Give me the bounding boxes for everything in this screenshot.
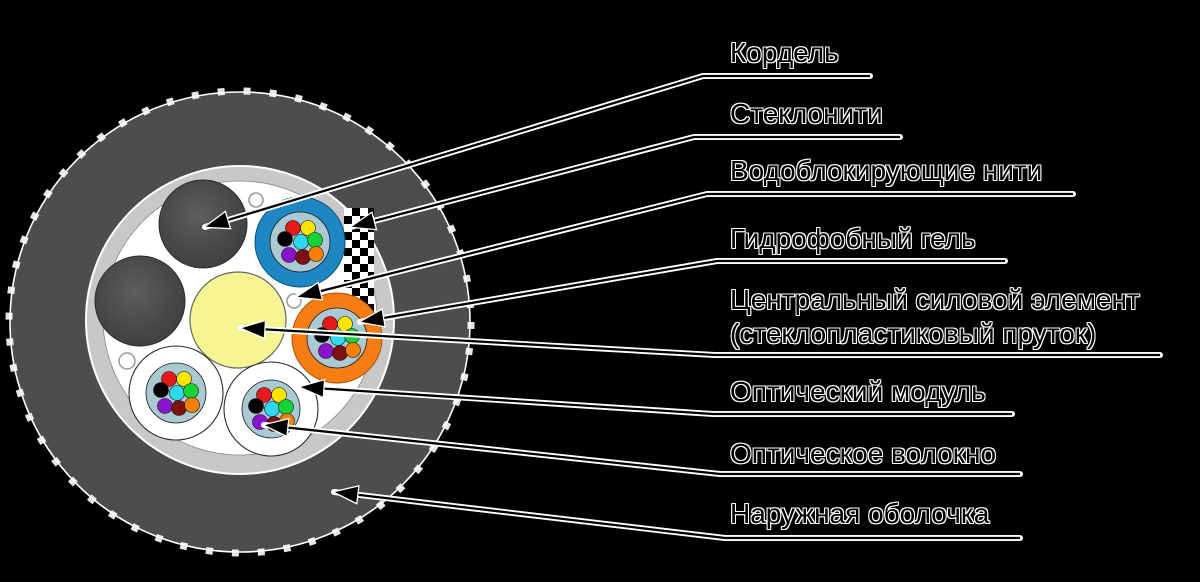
filler-cord-top bbox=[158, 179, 248, 269]
water-blocking-thread-1 bbox=[248, 192, 264, 208]
central-strength-member bbox=[189, 271, 287, 369]
label-optical-module: Оптический модуль bbox=[730, 376, 986, 407]
optical-fiber-dot-yellow bbox=[300, 220, 316, 236]
optical-fiber-dot-orange bbox=[345, 342, 361, 358]
leader-line-filler-cord bbox=[202, 74, 870, 230]
optical-fiber-dot-aqua bbox=[293, 234, 309, 250]
leader-line-optical-module bbox=[297, 378, 1012, 416]
label-central-strength-member: Центральный силовой элемент (стеклопласт… bbox=[730, 284, 1140, 349]
optical-fiber-dot-orange bbox=[184, 397, 200, 413]
optical-fiber-dot-violet bbox=[157, 398, 173, 414]
leader-line-glass-yarns bbox=[348, 135, 900, 231]
leader-line-central-strength-member bbox=[238, 319, 1160, 357]
optical-fiber-dot-aqua bbox=[264, 401, 280, 417]
label-filler-cord: Кордель bbox=[730, 37, 839, 68]
optical-fiber-dot-green bbox=[278, 399, 294, 415]
leader-line-outer-sheath bbox=[331, 485, 1020, 540]
optical-fiber-dot-green bbox=[307, 232, 323, 248]
label-optical-fiber: Оптическое волокно bbox=[730, 438, 997, 469]
optical-fiber-dot-brown bbox=[332, 345, 348, 361]
label-hydrophobic-gel: Гидрофобный гель bbox=[730, 223, 976, 254]
leader-lines bbox=[202, 73, 1163, 541]
optical-fiber-dot-brown bbox=[295, 249, 311, 265]
optical-fiber-dot-brown bbox=[171, 400, 187, 416]
label-glass-yarns: Стеклонити bbox=[730, 98, 883, 129]
leader-line-hydrophobic-gel bbox=[357, 259, 1005, 328]
optical-fiber-dot-black bbox=[248, 398, 264, 414]
optical-fiber-dot-orange bbox=[308, 246, 324, 262]
optical-module-white-left bbox=[128, 345, 224, 441]
optical-fiber-dot-yellow bbox=[271, 387, 287, 403]
label-outer-sheath: Наружная оболочка bbox=[730, 498, 990, 529]
water-blocking-thread-3 bbox=[118, 352, 136, 370]
optical-fiber-dot-violet bbox=[318, 343, 334, 359]
label-water-blocking-threads: Водоблокирующие нити bbox=[730, 155, 1043, 186]
optical-fiber-dot-violet bbox=[281, 247, 297, 263]
sheath-edge-artifact-dashes bbox=[5, 87, 475, 557]
leader-line-optical-fiber bbox=[261, 417, 1020, 476]
optical-module-white-right bbox=[223, 361, 319, 457]
optical-module-blue bbox=[254, 196, 346, 288]
optical-fiber-dot-black bbox=[153, 382, 169, 398]
optical-fiber-dot-aqua bbox=[169, 385, 185, 401]
leader-line-water-blocking-threads bbox=[294, 192, 1073, 301]
optical-fiber-dot-black bbox=[277, 231, 293, 247]
filler-cord-left bbox=[94, 255, 186, 347]
optical-fiber-dot-green bbox=[183, 383, 199, 399]
optical-fiber-dot-yellow bbox=[176, 371, 192, 387]
